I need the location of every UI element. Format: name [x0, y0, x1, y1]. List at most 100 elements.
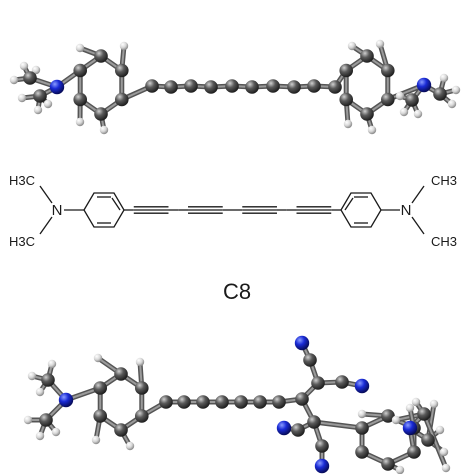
carbon-atom — [215, 395, 229, 409]
hydrogen-atom — [33, 105, 43, 115]
polyyne-chain — [124, 206, 341, 214]
hydrogen-atom — [75, 117, 85, 127]
carbon-atom — [73, 92, 88, 107]
hydrogen-atom — [75, 43, 85, 53]
carbon-atom — [145, 79, 159, 93]
carbon-atom — [73, 63, 88, 78]
carbon-atom — [421, 433, 435, 447]
carbon-atom — [381, 409, 395, 423]
left-n-methyl-bond — [39, 185, 53, 204]
hydrogen-atom — [347, 41, 357, 51]
hydrogen-atom — [435, 425, 445, 435]
carbon-atom — [355, 445, 369, 459]
hydrogen-atom — [9, 75, 19, 85]
right-n-methyl-bond — [411, 185, 425, 204]
carbon-atom — [380, 92, 395, 107]
nitrogen-atom — [276, 420, 292, 436]
carbon-atom — [204, 80, 218, 94]
left-nitrogen-label: N — [52, 202, 63, 219]
carbon-atom — [114, 92, 129, 107]
carbon-atom — [225, 79, 239, 93]
right-benzene-ring — [340, 192, 382, 228]
left-benzene-ring — [83, 192, 125, 228]
bond-highlight — [313, 421, 364, 429]
hydrogen-atom — [391, 415, 401, 425]
hydrogen-atom — [17, 93, 27, 103]
ball-and-stick-model-top — [9, 39, 461, 135]
left-methyl-top-label: H3C — [9, 173, 35, 188]
carbon-atom — [134, 381, 149, 395]
carbon-atom — [315, 439, 329, 453]
carbon-atom — [311, 376, 325, 390]
hydrogen-atom — [23, 415, 33, 425]
carbon-atom — [114, 367, 128, 381]
carbon-atom — [380, 63, 395, 78]
carbon-atom — [307, 79, 321, 93]
hydrogen-atom — [135, 357, 145, 367]
carbon-atom — [295, 392, 309, 406]
carbon-atom — [405, 93, 419, 107]
hydrogen-atom — [395, 91, 405, 101]
hydrogen-atom — [47, 359, 57, 369]
hydrogen-atom — [51, 427, 61, 437]
carbon-atom — [245, 80, 259, 94]
carbon-atom — [114, 63, 129, 78]
carbon-atom — [94, 49, 108, 63]
hydrogen-atom — [399, 107, 409, 117]
hydrogen-atom — [439, 447, 449, 457]
carbon-atom — [291, 423, 305, 437]
hydrogen-atom — [343, 119, 353, 129]
hydrogen-atom — [441, 463, 451, 473]
carbon-atom — [360, 107, 374, 121]
nitrogen-atom — [314, 458, 330, 474]
right-ring-inner-bond — [344, 197, 354, 211]
carbon-atom — [433, 87, 447, 101]
hydrogen-atom — [447, 99, 457, 109]
hydrogen-atom — [93, 353, 103, 363]
nitrogen-atom — [416, 77, 432, 93]
hydrogen-atom — [375, 39, 385, 49]
carbon-atom — [272, 395, 286, 409]
hydrogen-atom — [19, 61, 29, 71]
right-nitrogen-label: N — [401, 202, 412, 219]
nitrogen-atom — [354, 378, 370, 394]
nitrogen-atom — [49, 79, 65, 95]
carbon-atom — [164, 80, 178, 94]
bond-highlight — [423, 413, 447, 469]
right-methyl-top-label: CH3 — [431, 173, 457, 188]
carbon-atom — [381, 457, 395, 471]
hydrogen-atom — [451, 85, 461, 95]
hydrogen-atom — [99, 125, 109, 135]
carbon-atom — [41, 373, 55, 387]
right-methyl-bottom-label: CH3 — [431, 234, 457, 249]
hydrogen-atom — [439, 73, 449, 83]
hydrogen-atom — [35, 431, 45, 441]
carbon-atom — [407, 445, 421, 459]
hydrogen-atom — [429, 399, 439, 409]
carbon-atom — [335, 375, 349, 389]
hydrogen-atom — [395, 465, 405, 474]
carbon-atom — [360, 49, 374, 63]
carbon-atom — [159, 395, 173, 409]
hydrogen-atom — [125, 441, 135, 451]
carbon-atom — [266, 79, 280, 93]
carbon-atom — [23, 71, 37, 85]
atoms-layer — [23, 335, 451, 474]
nitrogen-atom — [402, 420, 418, 436]
skeletal-structure — [39, 185, 425, 235]
right-n-methyl-bond — [411, 216, 425, 235]
carbon-atom — [39, 413, 53, 427]
hydrogen-atom — [27, 371, 37, 381]
hydrogen-atom — [411, 397, 421, 407]
left-ring-inner-bond — [111, 197, 121, 211]
carbon-atom — [134, 409, 149, 423]
nitrogen-atom — [58, 392, 74, 408]
carbon-atom — [114, 423, 128, 437]
hydrogen-atom — [119, 41, 129, 51]
carbon-atom — [184, 79, 198, 93]
hydrogen-atom — [357, 409, 367, 419]
hydrogen-atom — [31, 65, 41, 75]
carbon-atom — [417, 407, 431, 421]
carbon-atom — [355, 421, 369, 435]
